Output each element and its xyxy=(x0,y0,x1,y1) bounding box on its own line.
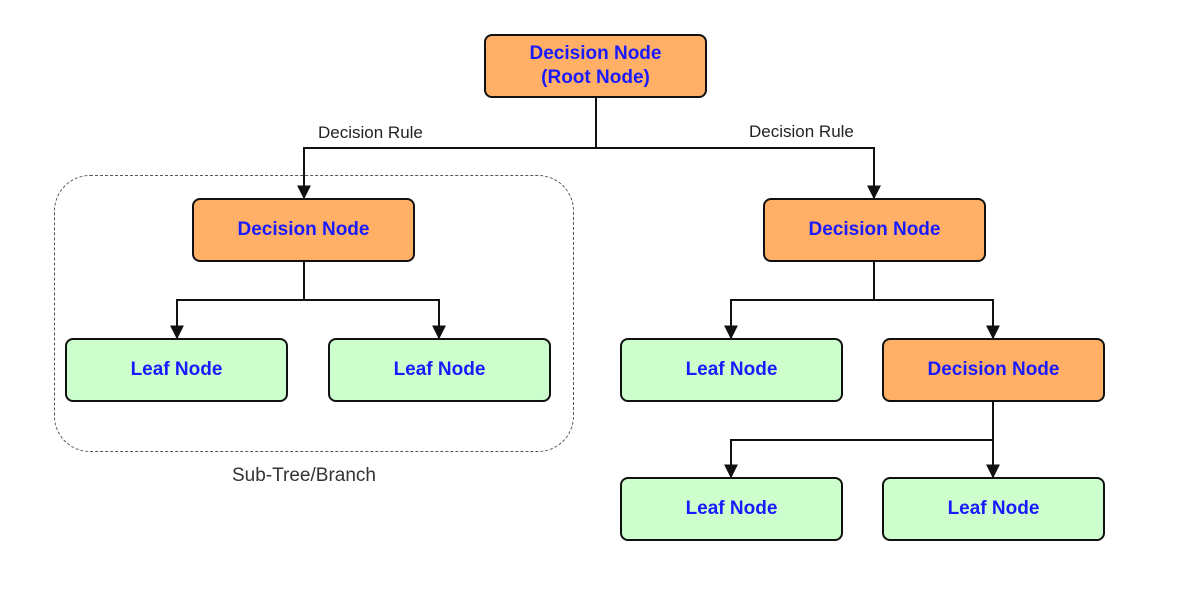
decision-right-2-node: Decision Node xyxy=(882,338,1105,402)
decision-right-label: Decision Node xyxy=(808,219,941,240)
edge-decision-right-to-leaf-right-1 xyxy=(724,262,875,340)
decision-left-label: Decision Node xyxy=(237,219,370,240)
root-node: Decision Node (Root Node) xyxy=(484,34,707,98)
leaf-left-1-label: Leaf Node xyxy=(130,359,223,380)
root-label: Decision Node (Root Node) xyxy=(529,43,662,88)
leaf-left-2-label: Leaf Node xyxy=(393,359,486,380)
edge-decision-right-to-decision-right-2 xyxy=(873,262,1000,340)
leaf-bottom-1-node: Leaf Node xyxy=(620,477,843,541)
leaf-bottom-1-label: Leaf Node xyxy=(685,498,778,519)
edge-decision-right-2-to-leaf-bottom-1 xyxy=(724,402,994,479)
leaf-bottom-2-node: Leaf Node xyxy=(882,477,1105,541)
leaf-right-1-label: Leaf Node xyxy=(685,359,778,380)
decision-right-2-label: Decision Node xyxy=(927,359,1060,380)
leaf-right-1-node: Leaf Node xyxy=(620,338,843,402)
leaf-left-1-node: Leaf Node xyxy=(65,338,288,402)
subtree-branch-region xyxy=(54,175,574,452)
subtree-branch-caption: Sub-Tree/Branch xyxy=(232,465,376,486)
decision-rule-label-right: Decision Rule xyxy=(749,122,854,141)
decision-left-node: Decision Node xyxy=(192,198,415,262)
leaf-bottom-2-label: Leaf Node xyxy=(947,498,1040,519)
decision-right-node: Decision Node xyxy=(763,198,986,262)
edge-decision-left-to-leaf-left-2 xyxy=(303,262,446,340)
decision-rule-label-left: Decision Rule xyxy=(318,123,423,142)
leaf-left-2-node: Leaf Node xyxy=(328,338,551,402)
edge-root-to-decision-right xyxy=(595,98,881,200)
